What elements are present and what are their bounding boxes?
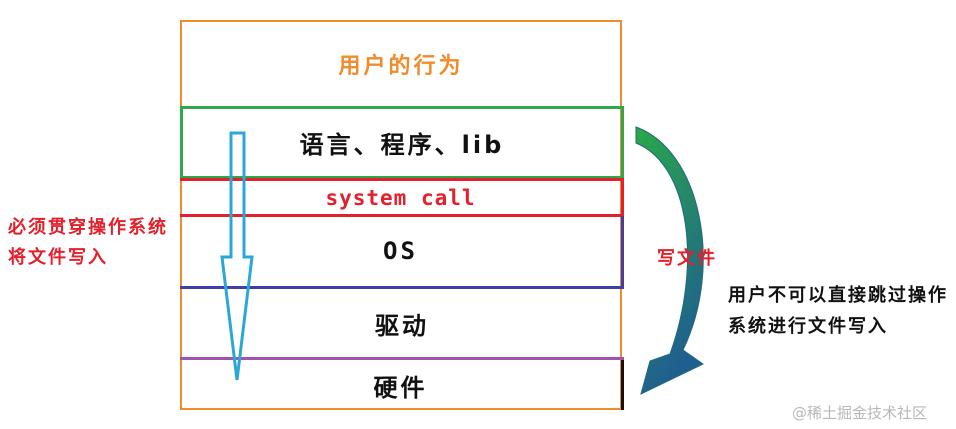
layer-hardware-label: 硬件 [373,373,428,402]
layer-user-behavior: 用户的行为 [182,22,620,106]
layer-language-label: 语言、程序、lib [299,131,505,159]
layer-os: OS [180,216,624,289]
layer-language-program-lib: 语言、程序、lib [180,106,624,179]
left-note: 必须贯穿操作系统将文件写入 [8,217,168,268]
layer-syscall-label: system call [325,185,476,210]
user-note: 用户不可以直接跳过操作系统进行文件写入 [728,285,948,337]
layer-os-label: OS [383,237,418,265]
layer-driver-label: 驱动 [375,311,429,340]
down-arrow-icon [220,131,254,381]
layer-user-label: 用户的行为 [338,54,464,79]
layer-driver: 驱动 [180,289,624,360]
curved-arrow-icon [635,126,704,395]
layer-hardware: 硬件 [180,360,624,410]
layer-system-call: system call [180,178,624,217]
watermark: @稀土掘金技术社区 [792,404,928,422]
write-file-label: 写文件 [657,248,717,269]
